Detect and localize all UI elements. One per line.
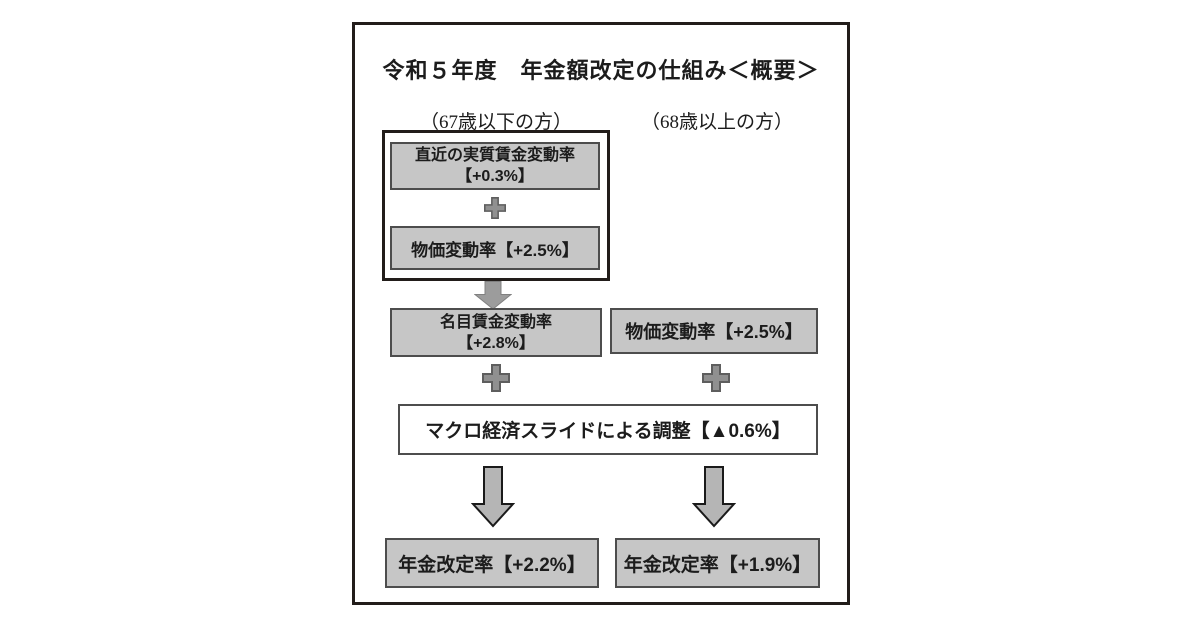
- plus-icon: [702, 364, 730, 392]
- diagram-title: 令和５年度 年金額改定の仕組み＜概要＞: [382, 58, 820, 83]
- down-arrow-icon: [471, 466, 515, 528]
- column-header-over-68: （68歳以上の方）: [640, 112, 793, 133]
- nominal-wage-change-box: 名目賃金変動率 【+2.8%】: [390, 308, 602, 357]
- diagram-frame: 令和５年度 年金額改定の仕組み＜概要＞ （67歳以下の方） （68歳以上の方） …: [352, 22, 850, 605]
- wage-sum-group-box: 直近の実質賃金変動率 【+0.3%】 物価変動率【+2.5%】: [382, 130, 610, 281]
- pension-revision-rate-box-over-68: 年金改定率【+1.9%】: [615, 538, 820, 588]
- plus-icon: [482, 364, 510, 392]
- down-arrow-icon: [474, 281, 512, 310]
- down-arrow-icon: [692, 466, 736, 528]
- price-change-box-group: 物価変動率【+2.5%】: [390, 226, 600, 270]
- pension-revision-rate-box-under-67: 年金改定率【+2.2%】: [385, 538, 599, 588]
- recent-real-wage-change-label: 直近の実質賃金変動率: [414, 147, 575, 164]
- nominal-wage-change-value: 【+2.8%】: [457, 334, 535, 352]
- nominal-wage-change-label: 名目賃金変動率: [439, 313, 552, 331]
- plus-icon: [484, 197, 506, 219]
- macro-slide-adjustment-box: マクロ経済スライドによる調整【▲0.6%】: [398, 404, 818, 455]
- price-change-box-over-68: 物価変動率【+2.5%】: [610, 308, 818, 354]
- recent-real-wage-change-value: 【+0.3%】: [456, 168, 534, 185]
- recent-real-wage-change-box: 直近の実質賃金変動率 【+0.3%】: [390, 142, 600, 190]
- column-header-under-67: （67歳以下の方）: [419, 112, 572, 133]
